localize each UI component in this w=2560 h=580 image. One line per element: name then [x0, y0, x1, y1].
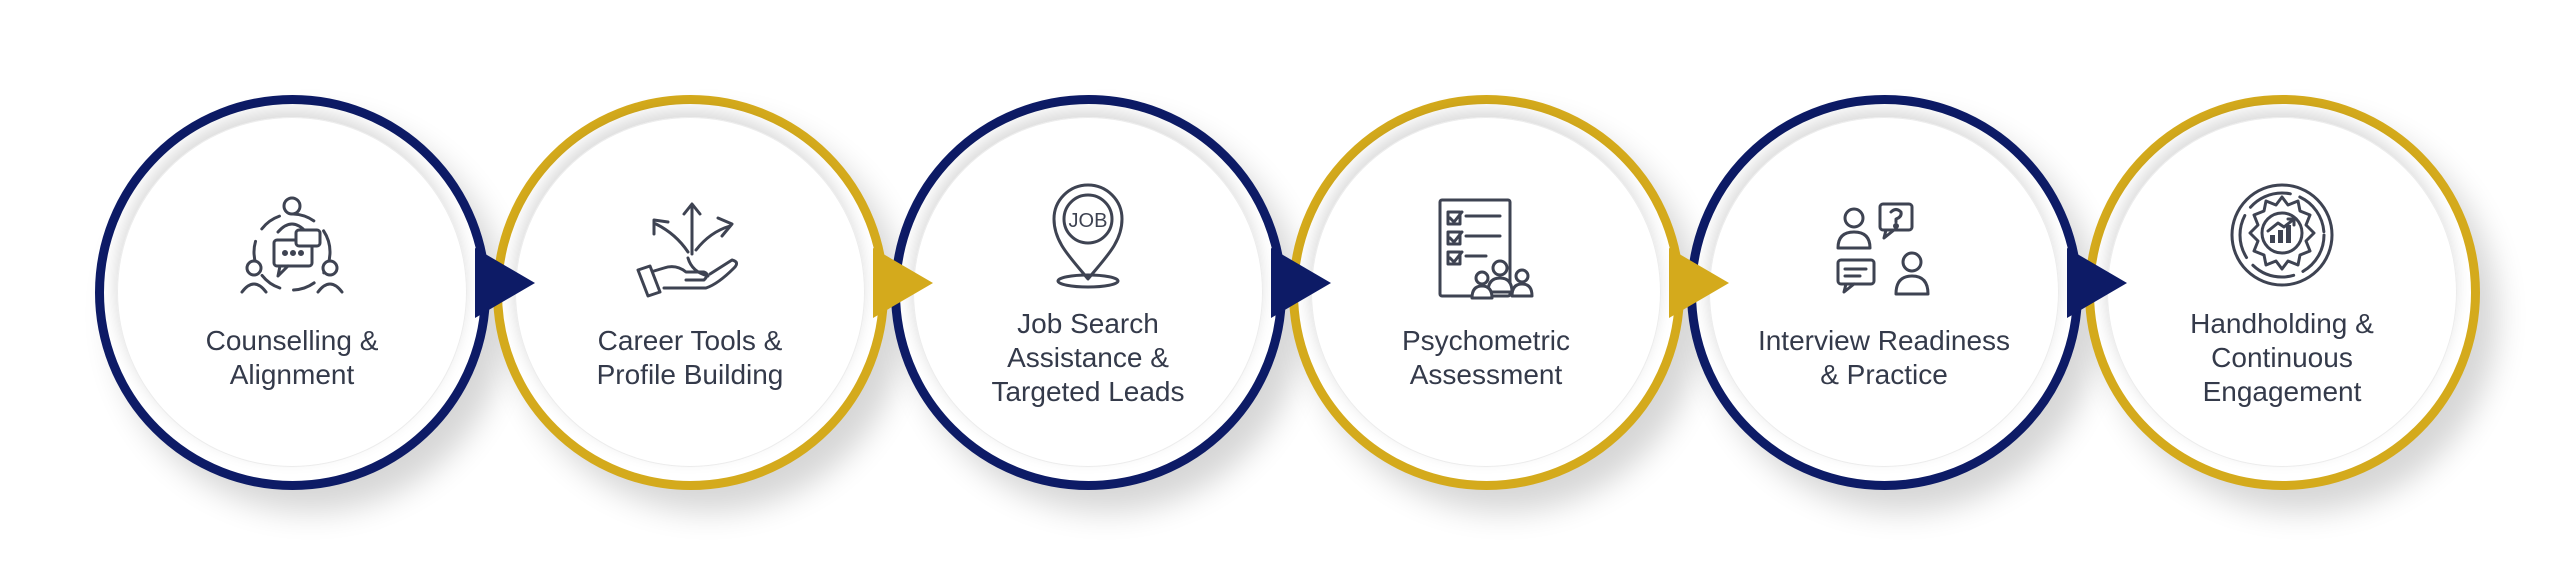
step-job-search: JOB Job Search Assistance & Targeted Lea… — [891, 95, 1286, 490]
step-disc: JOB Job Search Assistance & Targeted Lea… — [913, 117, 1263, 467]
step-label: Handholding & Continuous Engagement — [2137, 307, 2427, 409]
label-line: & Practice — [1820, 359, 1948, 390]
step-interview: Interview Readiness & Practice — [1687, 95, 2082, 490]
step-label: Counselling & Alignment — [147, 324, 437, 392]
label-line: Handholding & — [2190, 308, 2374, 339]
step-career-tools: Career Tools & Profile Building — [493, 95, 888, 490]
connector-arrow — [873, 248, 933, 318]
step-handholding: Handholding & Continuous Engagement — [2085, 95, 2480, 490]
label-line: Alignment — [229, 359, 355, 390]
step-label: Psychometric Assessment — [1341, 324, 1631, 392]
job-location-pin-icon: JOB — [1052, 183, 1124, 289]
label-line: Targeted Leads — [991, 376, 1185, 407]
hand-arrows-icon — [636, 202, 739, 298]
label-line: Job Search — [1017, 308, 1159, 339]
connector-arrow — [2067, 248, 2127, 318]
step-label: Career Tools & Profile Building — [545, 324, 835, 392]
connector-arrow — [1669, 248, 1729, 318]
interview-chat-icon — [1836, 202, 1930, 296]
gear-growth-icon — [2230, 183, 2334, 287]
label-line: Engagement — [2202, 376, 2362, 407]
label-line: Counselling & — [205, 325, 379, 356]
step-counselling: Counselling & Alignment — [95, 95, 490, 490]
label-line: Assessment — [1409, 359, 1563, 390]
step-psychometric: Psychometric Assessment — [1289, 95, 1684, 490]
step-disc: Interview Readiness & Practice — [1709, 117, 2059, 467]
label-line: Career Tools & — [597, 325, 783, 356]
step-label: Job Search Assistance & Targeted Leads — [943, 307, 1233, 409]
job-pin-text: JOB — [1069, 210, 1108, 232]
label-line: Psychometric — [1401, 325, 1571, 356]
label-line: Assistance & — [1007, 342, 1169, 373]
connector-arrow — [475, 248, 535, 318]
step-disc: Counselling & Alignment — [117, 117, 467, 467]
label-line: Interview Readiness — [1757, 325, 2011, 356]
people-discussion-icon — [240, 196, 344, 294]
step-label: Interview Readiness & Practice — [1739, 324, 2029, 392]
connector-arrow — [1271, 248, 1331, 318]
label-line: Continuous — [2211, 342, 2353, 373]
step-disc: Handholding & Continuous Engagement — [2107, 117, 2457, 467]
step-disc: Psychometric Assessment — [1311, 117, 1661, 467]
label-line: Profile Building — [596, 359, 784, 390]
step-disc: Career Tools & Profile Building — [515, 117, 865, 467]
checklist-group-icon — [1438, 198, 1534, 300]
